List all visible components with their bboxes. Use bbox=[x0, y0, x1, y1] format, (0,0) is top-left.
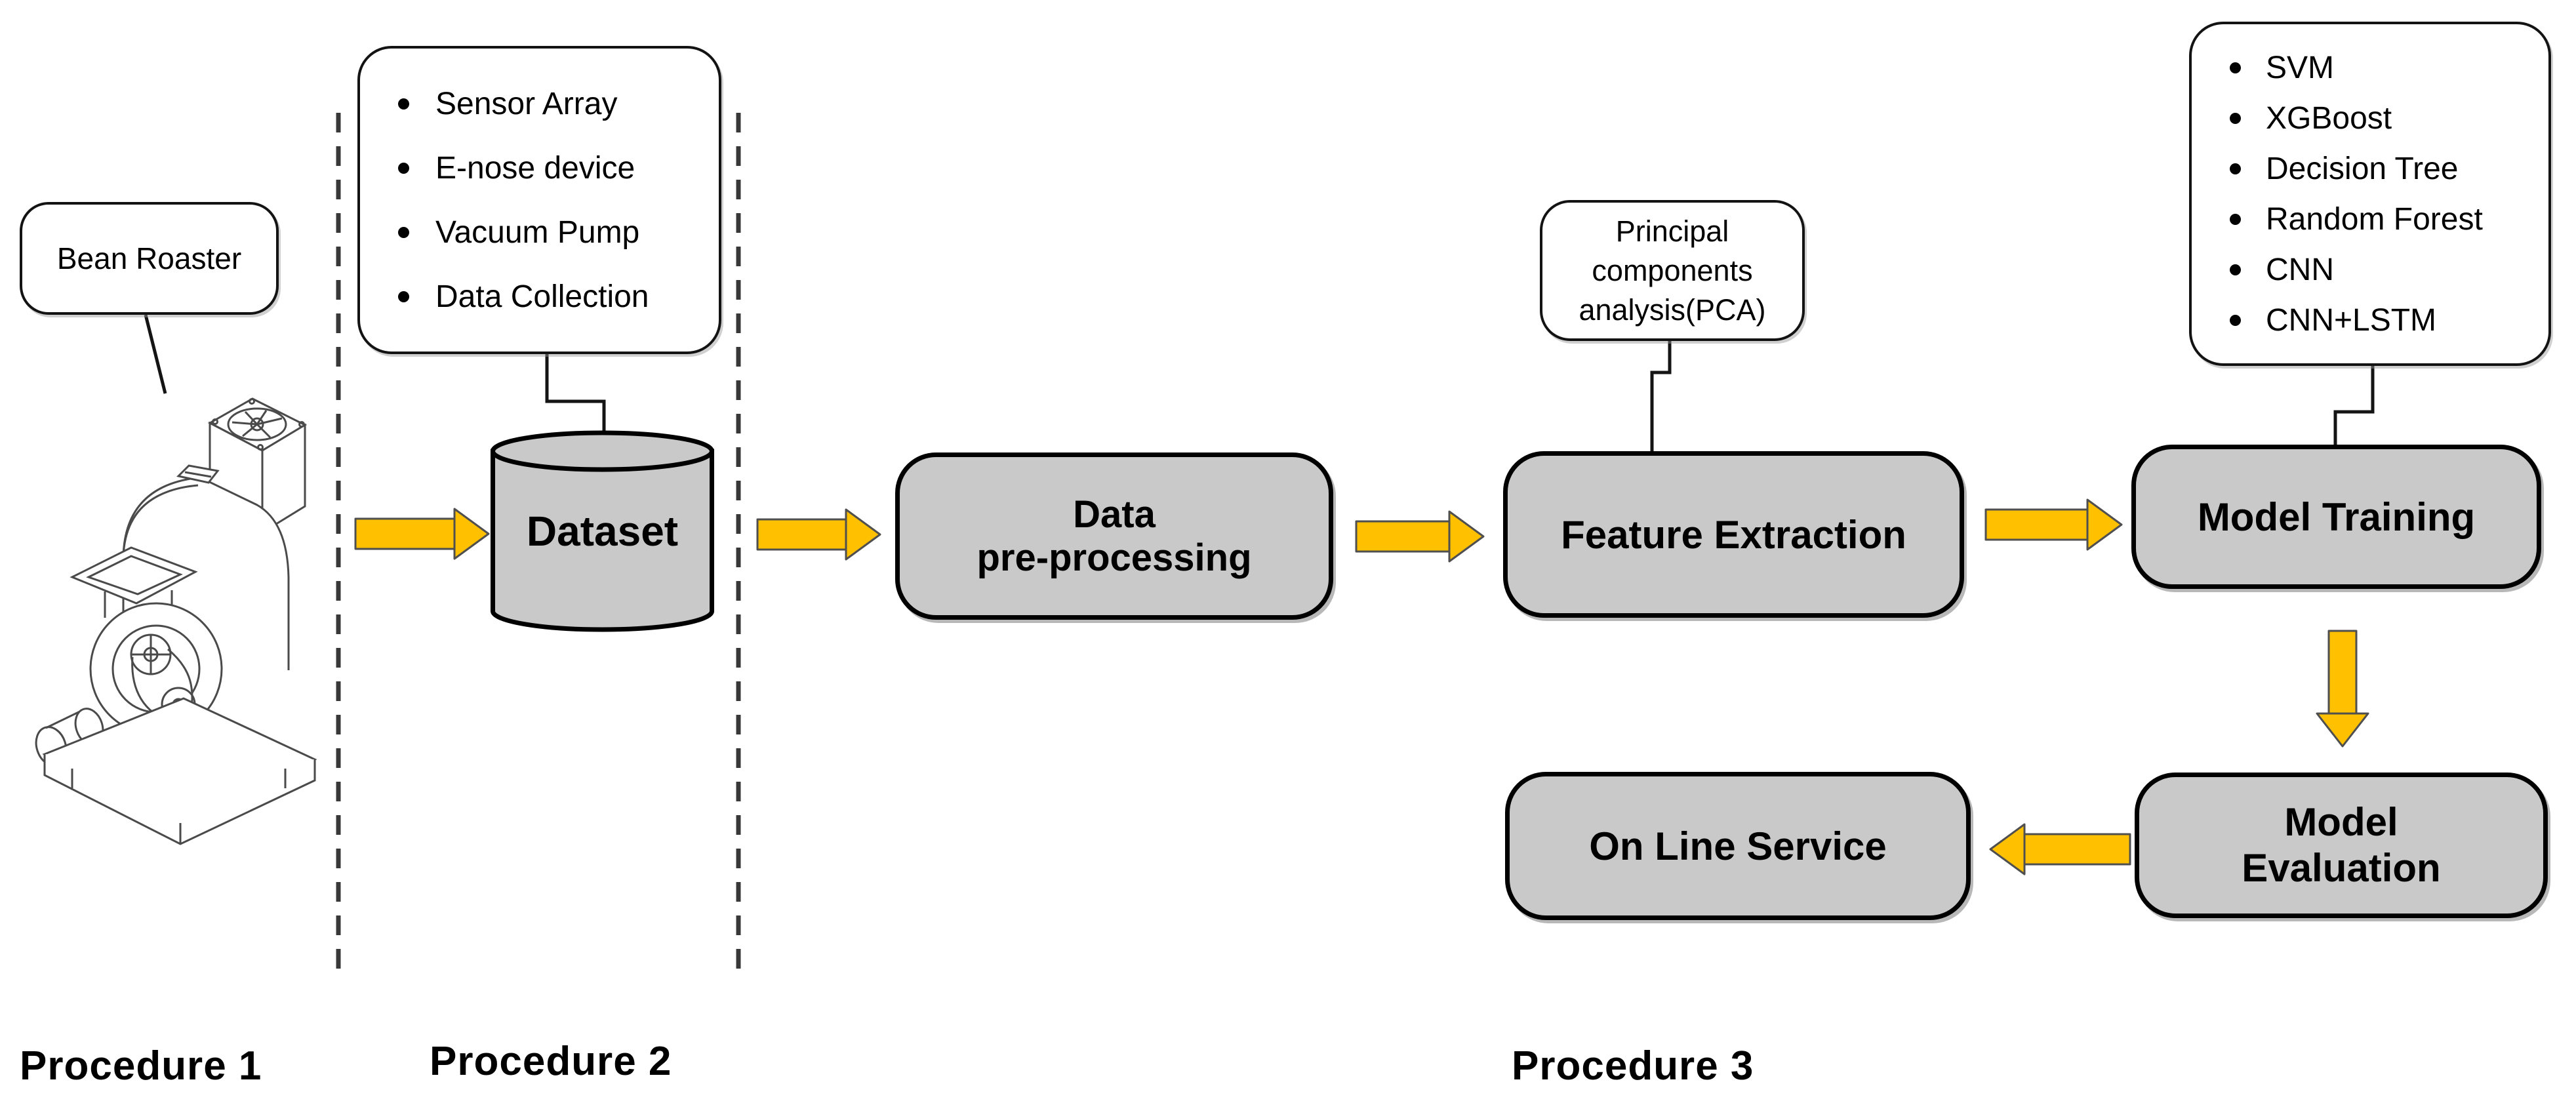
arrow-feature-extraction-to-model-training-icon bbox=[1984, 498, 2123, 551]
model-evaluation-label-line1: Model bbox=[2284, 800, 2398, 844]
bullet-dot-icon bbox=[398, 98, 409, 110]
connector-pca-to-feature-extraction bbox=[1650, 341, 1672, 454]
bullet-dot-icon bbox=[2230, 62, 2241, 73]
bullet-dot-icon bbox=[398, 226, 409, 238]
list-item: Vacuum Pump bbox=[398, 214, 719, 251]
bullet-dot-icon bbox=[2230, 112, 2241, 124]
list-item-label: Random Forest bbox=[2266, 201, 2483, 237]
pca-note-line3: analysis(PCA) bbox=[1579, 292, 1766, 327]
dataset-node: Dataset bbox=[491, 431, 714, 632]
list-item: Random Forest bbox=[2230, 201, 2548, 237]
model-evaluation-node: Model Evaluation bbox=[2135, 773, 2548, 918]
connector-models-to-model-training bbox=[2333, 366, 2375, 447]
dataset-label: Dataset bbox=[526, 508, 679, 555]
list-item-label: XGBoost bbox=[2266, 100, 2392, 136]
acquisition-callout-box: Sensor Array E-nose device Vacuum Pump D… bbox=[357, 46, 721, 354]
bullet-dot-icon bbox=[2230, 163, 2241, 174]
list-item: E-nose device bbox=[398, 150, 719, 186]
bullet-dot-icon bbox=[398, 162, 409, 174]
bullet-dot-icon bbox=[2230, 213, 2241, 225]
flow-arrows bbox=[354, 498, 2369, 875]
online-service-label: On Line Service bbox=[1589, 824, 1887, 868]
arrow-dataset-to-preprocessing-icon bbox=[756, 508, 881, 561]
arrow-evaluation-to-online-service-icon bbox=[1989, 823, 2131, 875]
procedure-3-label: Procedure 3 bbox=[1512, 1043, 1754, 1089]
list-item-label: Data Collection bbox=[435, 279, 649, 314]
feature-extraction-label: Feature Extraction bbox=[1561, 512, 1906, 557]
bullet-dot-icon bbox=[2230, 264, 2241, 275]
data-preprocessing-label-line2: pre-processing bbox=[976, 536, 1252, 579]
list-item: SVM bbox=[2230, 50, 2548, 86]
pca-note-line2: components bbox=[1592, 253, 1753, 287]
arrow-roaster-to-dataset-icon bbox=[354, 508, 490, 560]
arrow-model-training-to-evaluation-icon bbox=[2316, 630, 2369, 748]
model-evaluation-label-line2: Evaluation bbox=[2242, 846, 2441, 890]
connector-bean-roaster bbox=[144, 314, 167, 394]
list-item-label: Sensor Array bbox=[435, 86, 618, 121]
bean-roaster-label: Bean Roaster bbox=[56, 241, 242, 275]
model-training-node: Model Training bbox=[2131, 445, 2541, 589]
database-cylinder-icon bbox=[491, 430, 714, 632]
list-item: Sensor Array bbox=[398, 86, 719, 122]
arrow-preprocessing-to-feature-extraction-icon bbox=[1355, 510, 1485, 563]
models-callout-box: SVM XGBoost Decision Tree Random Forest … bbox=[2189, 22, 2551, 366]
list-item: XGBoost bbox=[2230, 100, 2548, 136]
bullet-dot-icon bbox=[398, 291, 409, 302]
list-item: Data Collection bbox=[398, 279, 719, 315]
model-training-label: Model Training bbox=[2197, 494, 2476, 539]
pca-callout-box: Principal components analysis(PCA) bbox=[1540, 200, 1805, 341]
list-item-label: CNN+LSTM bbox=[2266, 302, 2437, 338]
list-item: CNN bbox=[2230, 252, 2548, 288]
feature-extraction-node: Feature Extraction bbox=[1503, 451, 1964, 618]
list-item-label: Decision Tree bbox=[2266, 151, 2459, 186]
bullet-dot-icon bbox=[2230, 314, 2241, 326]
list-item-label: CNN bbox=[2266, 252, 2334, 287]
data-preprocessing-node: Data pre-processing bbox=[895, 452, 1333, 620]
bean-roaster-illustration bbox=[35, 397, 317, 845]
list-item-label: Vacuum Pump bbox=[435, 214, 640, 250]
pca-note-line1: Principal bbox=[1615, 214, 1729, 248]
procedure-1-label: Procedure 1 bbox=[20, 1043, 262, 1089]
data-preprocessing-label-line1: Data bbox=[1073, 492, 1156, 536]
list-item-label: E-nose device bbox=[435, 150, 635, 186]
online-service-node: On Line Service bbox=[1505, 772, 1971, 920]
connector-acquisition-to-dataset bbox=[545, 354, 606, 433]
list-item-label: SVM bbox=[2266, 50, 2335, 85]
list-item: Decision Tree bbox=[2230, 151, 2548, 187]
list-item: CNN+LSTM bbox=[2230, 302, 2548, 338]
procedure-2-label: Procedure 2 bbox=[430, 1039, 672, 1084]
bean-roaster-box: Bean Roaster bbox=[20, 202, 279, 315]
